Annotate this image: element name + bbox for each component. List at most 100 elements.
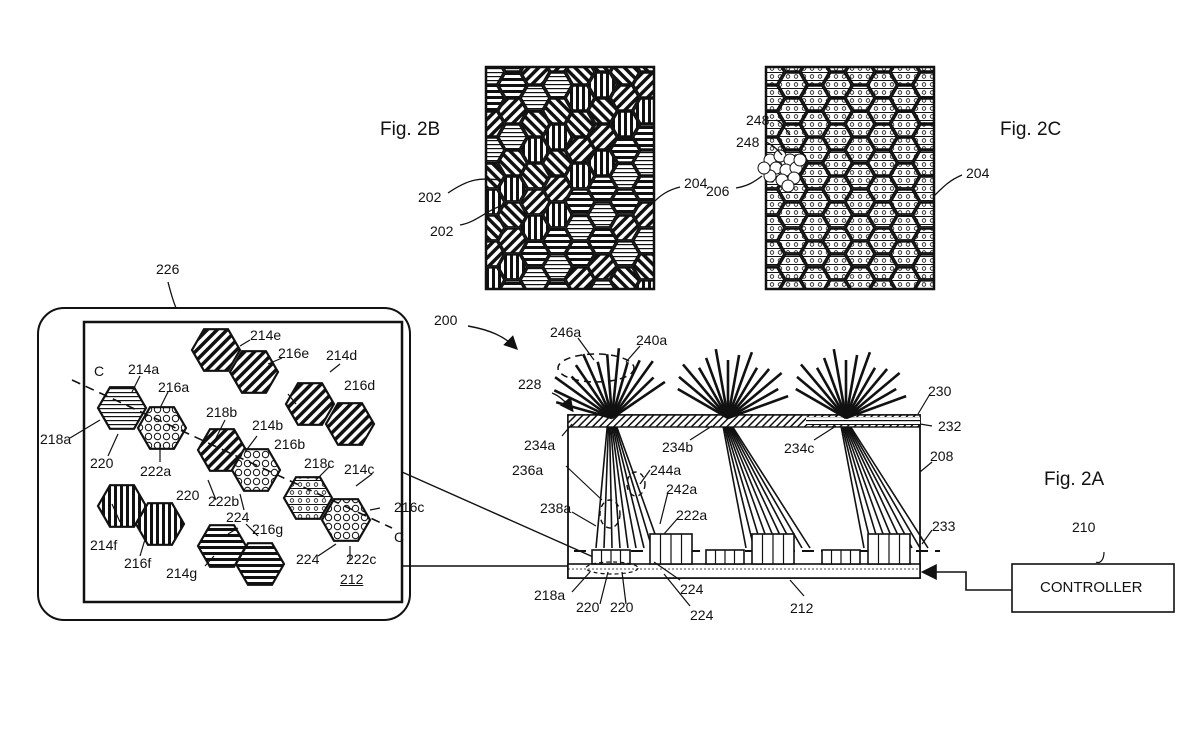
hex-tile — [846, 294, 874, 318]
fiber-top — [845, 387, 897, 420]
fiber-top — [726, 367, 759, 419]
hex-tile — [497, 175, 528, 202]
fiber-top — [845, 372, 901, 419]
hex-tile — [824, 307, 852, 331]
controller-box — [1011, 563, 1175, 613]
fiber-inner — [722, 426, 747, 549]
hex-tile — [959, 73, 987, 97]
hex-tile — [589, 279, 616, 289]
hex-tile — [869, 279, 896, 289]
hex-tile — [521, 294, 549, 318]
hex-tile — [777, 72, 808, 98]
hex-tile — [486, 85, 506, 111]
hex-tile — [889, 266, 921, 289]
hex-tile — [766, 188, 786, 215]
inset-outer-rounded-frame — [37, 307, 411, 621]
hex-tile — [587, 123, 618, 151]
hex-tile — [766, 214, 786, 241]
hex-tile — [519, 67, 551, 85]
hex-tile — [777, 97, 808, 124]
fiber-inner — [611, 426, 629, 549]
ref-228: 228 — [518, 376, 542, 392]
inset-hex — [190, 328, 242, 372]
hex-tile — [679, 73, 707, 97]
hex-tile — [959, 125, 987, 149]
ref-248-lower: 248 — [736, 134, 760, 150]
hex-tile — [679, 281, 707, 305]
hex-tile — [454, 229, 482, 253]
hex-tile — [679, 151, 707, 175]
hex-tile — [822, 201, 853, 228]
hex-tile — [824, 279, 851, 289]
ref-230: 230 — [928, 383, 952, 399]
ref-208: 208 — [930, 448, 954, 464]
hex-tile — [609, 240, 641, 267]
ref-226: 226 — [156, 261, 180, 277]
hex-tile — [799, 240, 831, 267]
hex-tile — [566, 294, 594, 318]
hex-tile — [486, 110, 506, 138]
hex-tile — [766, 240, 786, 267]
hex-tile — [587, 72, 618, 98]
fiber-inner — [723, 426, 755, 549]
hex-tile — [844, 85, 876, 111]
hex-tile — [799, 188, 831, 215]
fig2c-bubble-cluster — [757, 149, 807, 193]
section-line-c — [71, 379, 393, 529]
inset-220-lower: 220 — [176, 487, 200, 503]
inset-inner-frame — [82, 320, 404, 604]
fiber-top — [727, 394, 789, 420]
fiber-inner — [724, 426, 763, 549]
fiber-top — [800, 363, 847, 419]
hex-tile — [609, 188, 641, 215]
hex-tile — [912, 227, 934, 254]
hex-tile — [609, 136, 641, 164]
fiber-inner — [846, 426, 905, 549]
ref-248-upper: 248 — [746, 112, 770, 128]
hex-tile — [564, 110, 596, 138]
fig-2c-label: Fig. 2C — [1000, 119, 1062, 140]
hex-tile — [609, 67, 641, 85]
hex-tile — [799, 266, 831, 289]
hex-tile — [734, 281, 762, 305]
arrow-228 — [551, 392, 574, 413]
hex-tile — [656, 112, 684, 136]
inset-214d: 214d — [326, 347, 358, 363]
hex-tile — [486, 67, 506, 85]
ref-224-main-1: 224 — [680, 581, 704, 597]
hex-tile — [632, 253, 654, 280]
emitter-pads — [591, 533, 911, 565]
hex-tile — [844, 136, 876, 164]
hex-tile — [912, 123, 934, 151]
fiber-top — [697, 367, 730, 419]
hex-tile — [734, 151, 762, 175]
ref-220-main-1: 220 — [576, 599, 600, 615]
fiber-top — [553, 389, 613, 420]
fiber-top — [796, 375, 847, 419]
ref-232: 232 — [938, 418, 962, 434]
hex-tile — [912, 253, 934, 280]
hex-tile — [634, 307, 662, 331]
hex-tile — [734, 255, 762, 279]
hex-tile — [889, 240, 921, 267]
hex-tile — [844, 188, 876, 215]
ref-234c: 234c — [784, 440, 815, 456]
inset-C-upper: C — [94, 363, 105, 379]
hex-tile — [914, 279, 934, 289]
hex-tile — [822, 97, 853, 124]
ref-224-main-2: 224 — [690, 607, 714, 623]
hex-tile — [486, 266, 506, 289]
dashed-region-236a — [599, 499, 621, 529]
hex-tile — [497, 227, 528, 254]
inset-hex — [320, 498, 372, 542]
bubble — [793, 153, 807, 167]
hex-tile — [486, 240, 506, 267]
hex-tile — [844, 67, 876, 85]
hex-tile — [454, 177, 482, 201]
hex-tile — [777, 201, 808, 228]
hex-tile — [497, 72, 528, 98]
hex-tile — [542, 253, 573, 280]
inset-216b: 216b — [274, 436, 306, 452]
hex-tile — [867, 149, 898, 177]
